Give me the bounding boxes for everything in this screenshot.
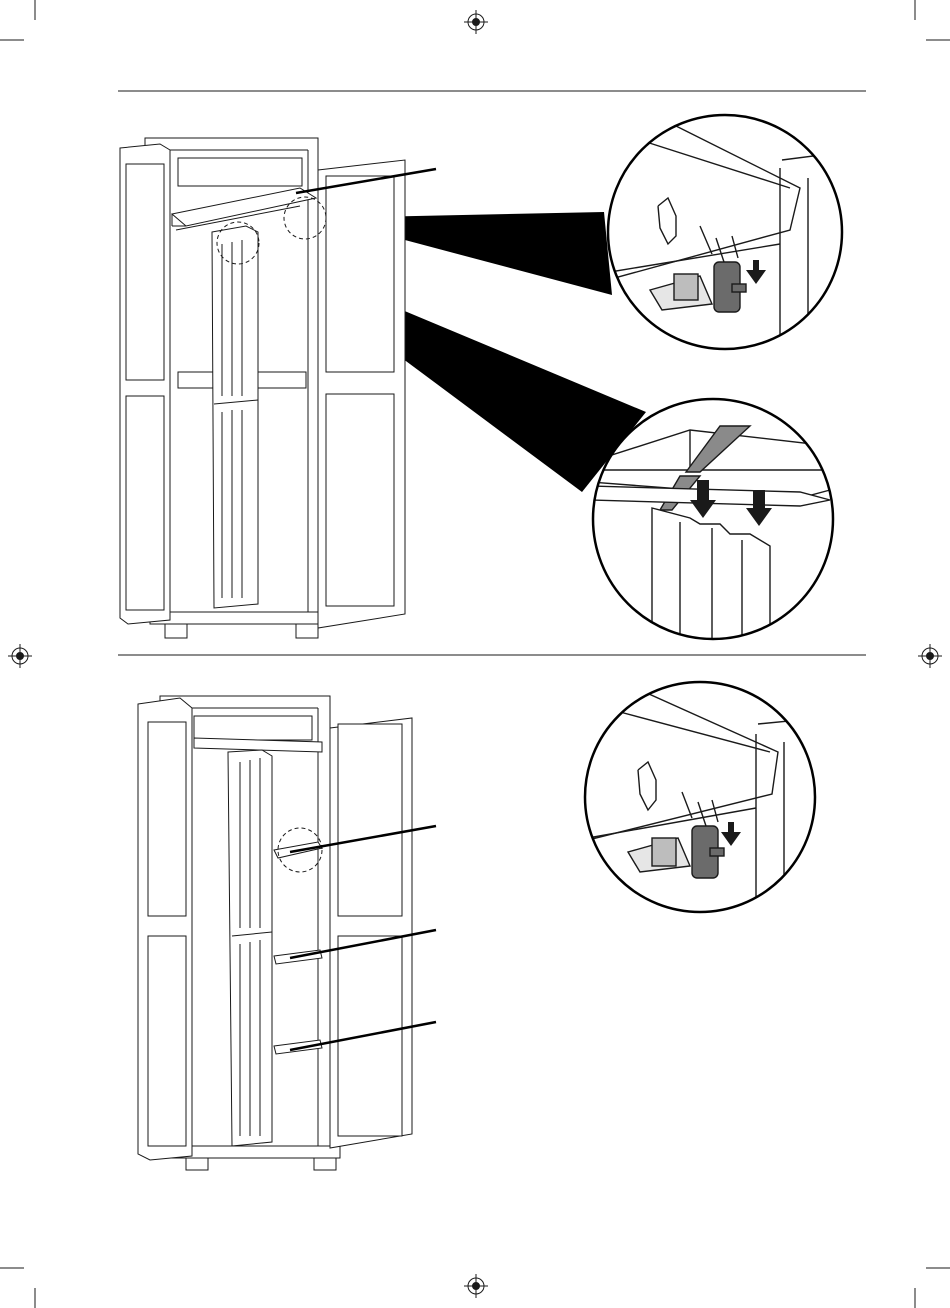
crop-mark-icon bbox=[915, 1268, 950, 1308]
crop-mark-icon bbox=[0, 0, 35, 40]
registration-mark-icon bbox=[918, 644, 942, 668]
step-upper-shelf-insert bbox=[120, 115, 860, 650]
crop-mark-icon bbox=[915, 0, 950, 40]
cabinet-illustration bbox=[120, 138, 405, 638]
detail-circle-shelf-clip bbox=[580, 115, 860, 350]
registration-mark-icon bbox=[464, 1274, 488, 1298]
step-shelf-clips bbox=[138, 682, 840, 1170]
registration-mark-icon bbox=[464, 10, 488, 34]
crop-mark-icon bbox=[0, 1268, 35, 1308]
detail-circle-shelf-clip bbox=[560, 682, 840, 920]
registration-mark-icon bbox=[8, 644, 32, 668]
detail-circle-divider bbox=[590, 399, 833, 650]
cabinet-illustration bbox=[138, 696, 412, 1170]
